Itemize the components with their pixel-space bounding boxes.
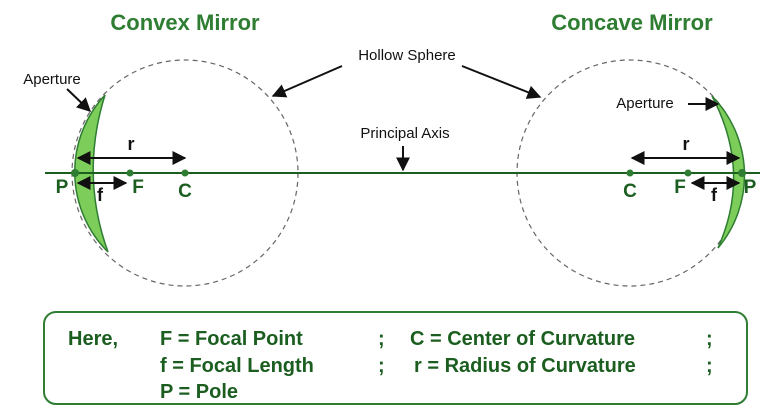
legend-here: Here,: [68, 328, 118, 350]
legend-box: [43, 311, 748, 405]
right-focus-point: [684, 169, 692, 177]
legend-sep-2: ;: [706, 328, 713, 350]
left-aperture-arrow: [66, 88, 92, 112]
right-pole-point: [738, 169, 746, 177]
principal-axis-label: Principal Axis: [360, 125, 449, 142]
legend-pole: P = Pole: [160, 381, 238, 403]
legend-radius-of-curvature: r = Radius of Curvature: [414, 355, 636, 377]
legend-focal-length: f = Focal Length: [160, 355, 314, 377]
left-focus-label: F: [132, 177, 144, 198]
left-pole-point: [71, 169, 79, 177]
right-aperture-label: Aperture: [616, 95, 674, 112]
legend-sep-3: ;: [378, 355, 385, 377]
hollow-sphere-arrow-left: [271, 65, 343, 98]
convex-mirror-title: Convex Mirror: [110, 10, 260, 35]
right-center-label: C: [623, 181, 637, 202]
legend-focal-point: F = Focal Point: [160, 328, 303, 350]
left-pole-label: P: [56, 177, 69, 198]
left-focus-point: [126, 169, 134, 177]
left-focal-length-label: f: [97, 185, 104, 205]
right-pole-label: P: [744, 177, 757, 198]
legend-center-of-curvature: C = Center of Curvature: [410, 328, 635, 350]
hollow-sphere-label: Hollow Sphere: [358, 47, 456, 64]
right-center-point: [626, 169, 634, 177]
legend-sep-4: ;: [706, 355, 713, 377]
left-center-label: C: [178, 181, 192, 202]
legend-sep-1: ;: [378, 328, 385, 350]
left-radius-label: r: [127, 134, 134, 154]
right-focal-length-label: f: [711, 185, 718, 205]
hollow-sphere-arrow-right: [461, 65, 542, 99]
concave-mirror-title: Concave Mirror: [551, 10, 713, 35]
left-center-point: [181, 169, 189, 177]
right-radius-label: r: [682, 134, 689, 154]
left-aperture-label: Aperture: [23, 71, 81, 88]
right-focus-label: F: [674, 177, 686, 198]
